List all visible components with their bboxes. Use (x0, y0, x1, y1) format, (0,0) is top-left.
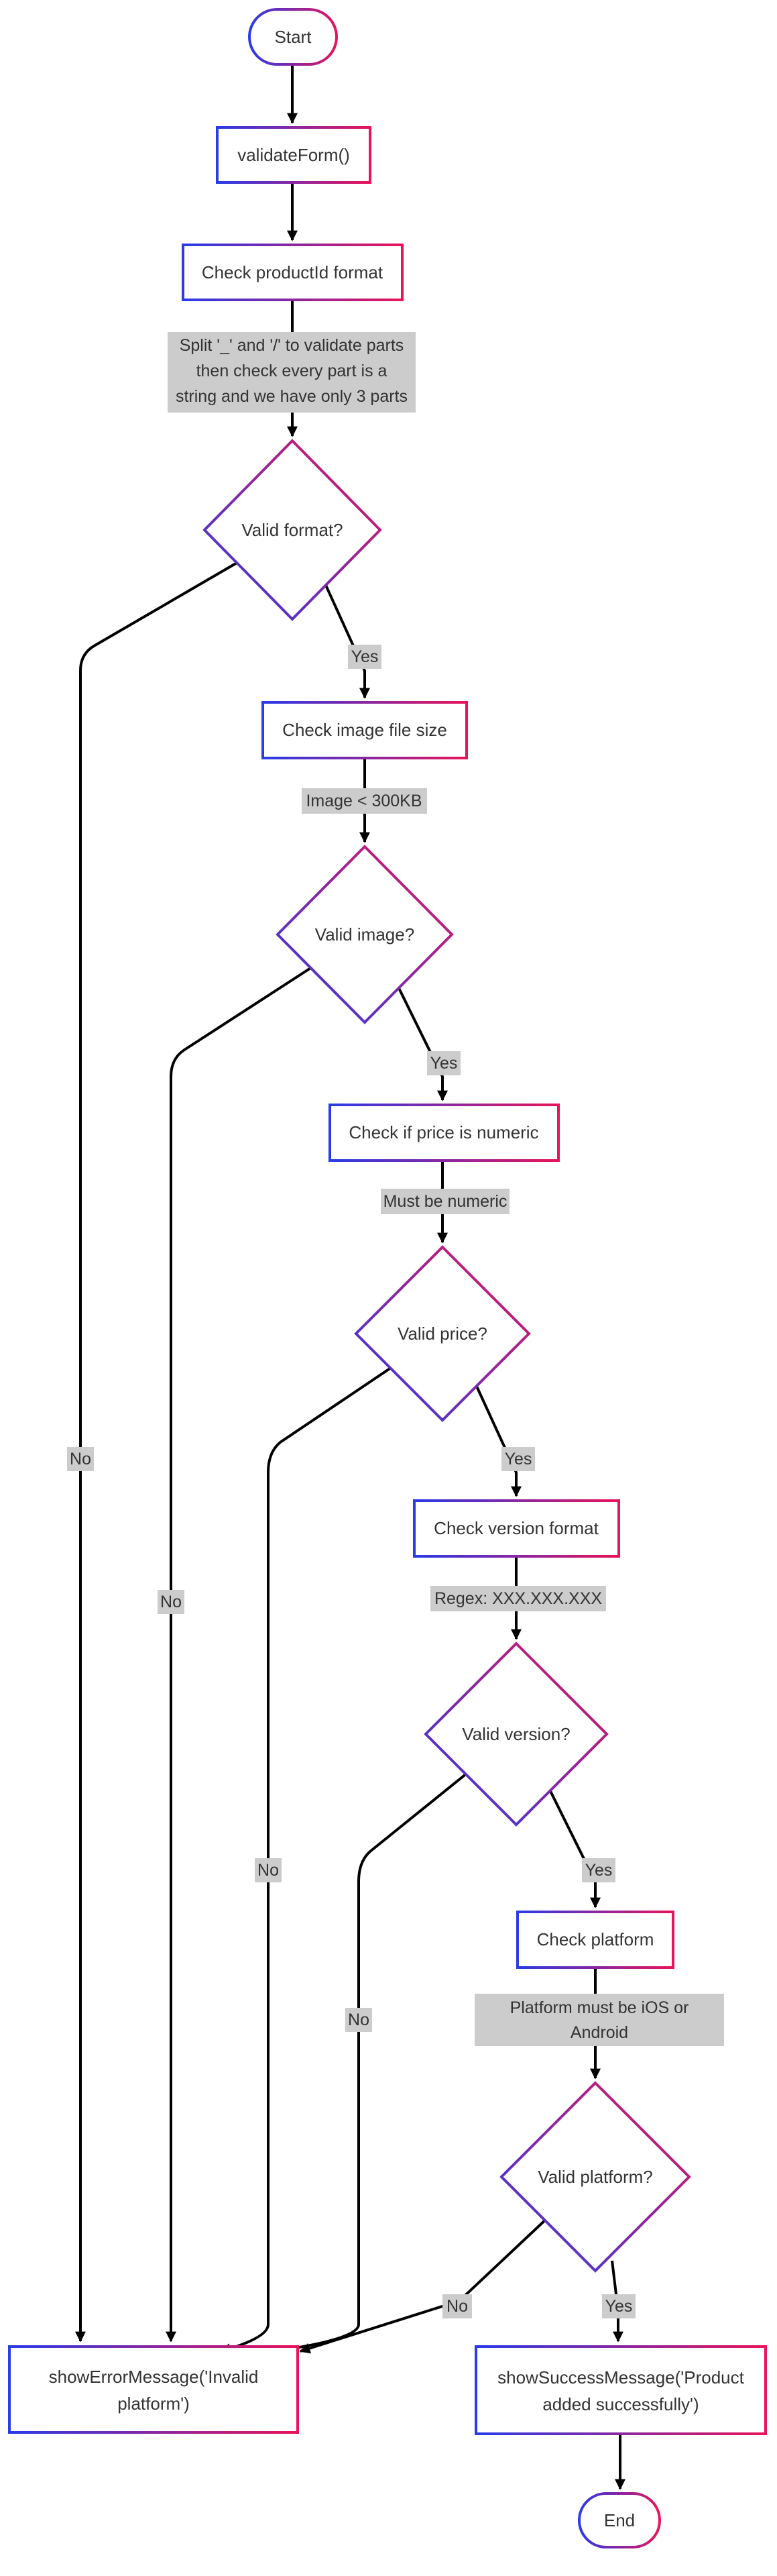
edge-label-version-rule: Regex: XXX.XXX.XXX (430, 1586, 606, 1611)
yes-label: Yes (430, 1054, 458, 1073)
edge-label-price-rule: Must be numeric (381, 1189, 510, 1214)
valid-format-decision: Valid format? (202, 439, 382, 621)
edge-label-no-platform: No (442, 2294, 472, 2318)
check-version-label: Check version format (434, 1518, 599, 1538)
end-label: End (604, 2510, 635, 2530)
yes-label: Yes (505, 1450, 532, 1468)
edge-valid-price-yes (473, 1381, 522, 1497)
check-price-node: Check if price is numeric (328, 1104, 560, 1162)
edge-label-image-rule: Image < 300KB (302, 788, 427, 814)
valid-version-decision: Valid version? (424, 1642, 609, 1827)
edge-valid-format-yes (323, 582, 370, 699)
edge-label-yes-format: Yes (348, 645, 381, 669)
edges (75, 64, 625, 2490)
valid-price-label: Valid price? (398, 1324, 487, 1344)
no-label: No (446, 2297, 468, 2316)
check-productid-label: Check productId format (202, 262, 383, 282)
no-label: No (160, 1593, 182, 1611)
check-platform-node: Check platform (516, 1911, 674, 1969)
start-node: Start (248, 8, 338, 66)
valid-image-label: Valid image? (315, 924, 414, 945)
edge-valid-version-yes (548, 1789, 601, 1909)
validate-form-node: validateForm() (216, 126, 371, 184)
show-error-label-line-2: platform') (117, 2394, 190, 2414)
no-label: No (257, 1861, 279, 1880)
start-label: Start (275, 27, 312, 47)
end-node: End (578, 2492, 661, 2548)
show-success-label-line-1: showSuccessMessage('Product (497, 2367, 744, 2387)
show-error-label-line-1: showErrorMessage('Invalid (49, 2367, 259, 2387)
edge-label-yes-image: Yes (427, 1051, 461, 1075)
edge-label-split-rule-line-2: then check every part is a (196, 362, 387, 380)
valid-platform-decision: Valid platform? (499, 2081, 691, 2273)
validate-form-label: validateForm() (237, 145, 350, 165)
edge-label-platform-rule-line-2: Android (571, 2023, 628, 2042)
yes-label: Yes (585, 1861, 613, 1880)
yes-label: Yes (351, 647, 379, 666)
edge-label-no-image: No (158, 1590, 184, 1614)
edge-valid-platform-no (299, 2216, 550, 2354)
check-version-node: Check version format (413, 1499, 620, 1558)
edge-valid-price-no (220, 1362, 398, 2354)
check-image-label: Check image file size (282, 720, 447, 740)
edge-label-platform-rule: Platform must be iOS or Android (475, 1994, 724, 2046)
valid-version-label: Valid version? (462, 1724, 570, 1744)
edge-valid-version-no (263, 1772, 469, 2357)
edge-label-platform-rule-line-1: Platform must be iOS or (510, 1998, 689, 2017)
edge-valid-format-no (75, 561, 239, 2343)
edge-label-image-rule-text: Image < 300KB (306, 792, 422, 810)
edge-valid-image-yes (396, 983, 448, 1102)
edge-label-split-rule-line-1: Split '_' and '/' to validate parts (180, 336, 404, 355)
edge-label-price-rule-text: Must be numeric (383, 1192, 507, 1211)
valid-price-decision: Valid price? (354, 1245, 531, 1422)
check-platform-label: Check platform (537, 1929, 654, 1949)
check-price-label: Check if price is numeric (349, 1122, 538, 1142)
show-success-node: showSuccessMessage('Product added succes… (475, 2345, 767, 2435)
check-productid-node: Check productId format (182, 244, 404, 301)
no-label: No (348, 2010, 369, 2029)
no-label: No (70, 1450, 91, 1468)
valid-image-decision: Valid image? (276, 845, 454, 1024)
yes-label: Yes (605, 2297, 633, 2316)
edge-labels: Split '_' and '/' to validate parts then… (67, 332, 724, 2318)
edge-label-no-version: No (345, 2008, 372, 2032)
show-error-node: showErrorMessage('Invalid platform') (8, 2345, 299, 2434)
nodes: Start validateForm() Check productId for… (8, 8, 767, 2548)
edge-label-split-rule: Split '_' and '/' to validate parts then… (168, 332, 416, 413)
check-image-node: Check image file size (261, 701, 468, 759)
edge-label-split-rule-line-3: string and we have only 3 parts (176, 387, 408, 406)
edge-valid-image-no (166, 965, 315, 2343)
edge-label-no-price: No (255, 1858, 282, 1882)
edge-label-yes-platform: Yes (602, 2294, 636, 2318)
edge-label-version-rule-text: Regex: XXX.XXX.XXX (434, 1589, 602, 1608)
edge-label-yes-version: Yes (582, 1858, 615, 1882)
valid-platform-label: Valid platform? (538, 2167, 653, 2187)
edge-label-no-format: No (67, 1447, 94, 1471)
show-success-label-line-2: added successfully') (542, 2394, 699, 2414)
edge-label-yes-price: Yes (501, 1447, 535, 1471)
valid-format-label: Valid format? (241, 520, 343, 540)
